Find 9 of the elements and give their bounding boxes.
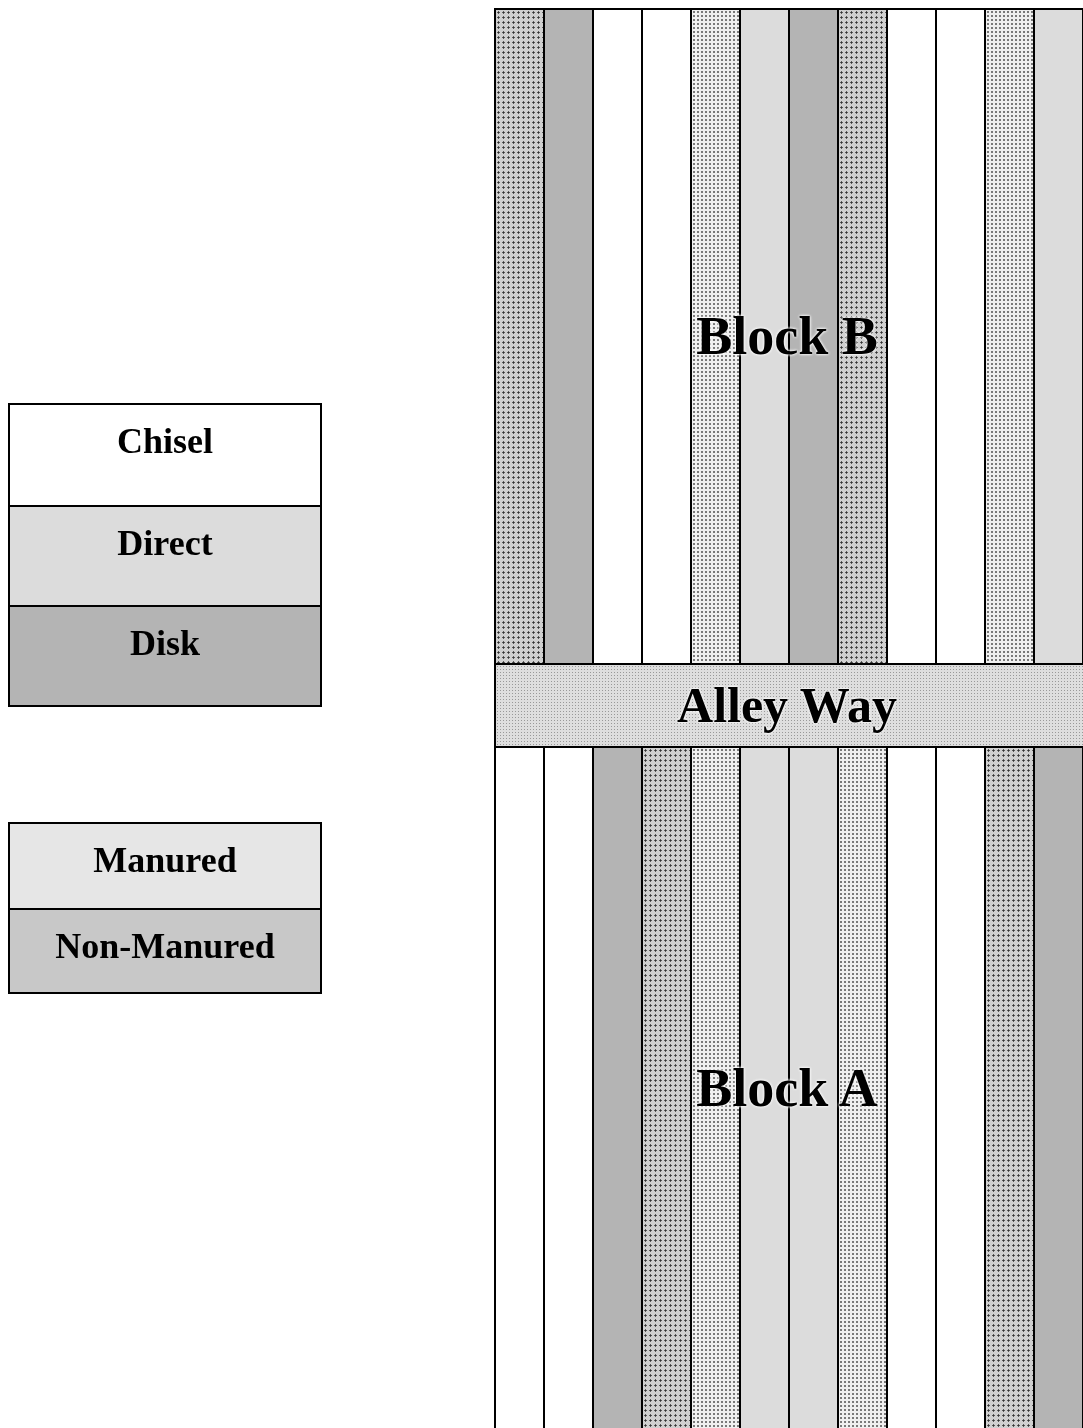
plot-block [494, 8, 1083, 663]
alley-label: Alley Way [677, 676, 897, 735]
plot-block [494, 748, 1083, 1428]
legend-label: Disk [130, 625, 200, 661]
alley-band [494, 663, 1083, 748]
legend-label: Direct [117, 525, 213, 561]
legend-label: Non-Manured [55, 928, 275, 964]
legend-label: Manured [93, 842, 237, 878]
legend-label: Chisel [117, 423, 213, 459]
